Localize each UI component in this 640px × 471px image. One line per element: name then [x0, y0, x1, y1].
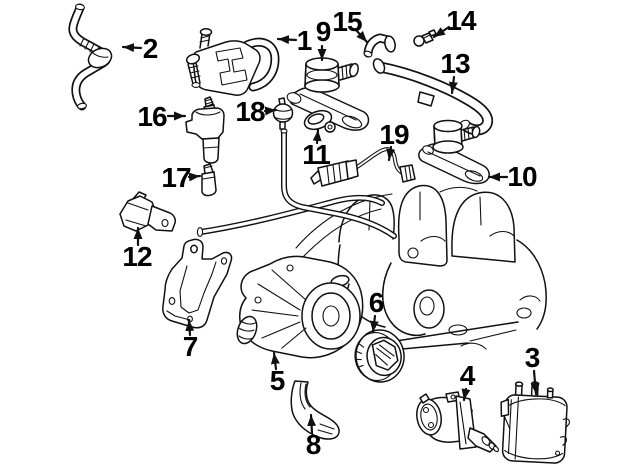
part-17-cap-valve [201, 163, 217, 197]
callout-arrow-2 [121, 43, 143, 53]
part-9-air-check-valve-left [286, 57, 370, 131]
callout-arrow-7 [185, 318, 195, 337]
callout-label-15: 15 [332, 6, 362, 37]
callout-label-5: 5 [269, 365, 286, 396]
part-12-sensor-with-bracket [119, 191, 176, 232]
part-14-sensor [413, 29, 437, 47]
callout-label-16: 16 [137, 101, 167, 132]
callout-label-3: 3 [524, 342, 541, 373]
callout-label-14: 14 [446, 5, 476, 36]
part-18-check-valve [272, 97, 294, 130]
callout-label-4: 4 [459, 360, 476, 391]
callout-label-10: 10 [507, 161, 537, 192]
part-15-connector-hose [363, 33, 396, 58]
callout-arrow-18 [263, 106, 278, 116]
part-7-mounting-bracket [162, 238, 233, 329]
engine-vacuum-hose [196, 194, 385, 237]
callout-label-6: 6 [368, 287, 385, 318]
callout-label-1: 1 [296, 25, 313, 56]
callout-label-2: 2 [142, 33, 159, 64]
callout-arrow-5 [270, 351, 280, 371]
part-3-charcoal-canister [500, 381, 570, 464]
callout-label-18: 18 [235, 96, 265, 127]
callout-label-11: 11 [302, 139, 331, 170]
valve-drain-hose [280, 128, 397, 239]
callout-arrow-8 [307, 413, 317, 435]
callout-arrow-6 [369, 314, 379, 334]
part-10-air-check-valve-right [418, 119, 490, 185]
callout-label-19: 19 [379, 119, 409, 150]
part-16-purge-valve [185, 96, 225, 164]
callout-arrow-19 [386, 145, 396, 162]
engine-assembly [295, 184, 547, 350]
callout-arrow-4 [461, 387, 471, 402]
part-5-secondary-air-pump [236, 255, 364, 359]
callout-arrow-11 [312, 128, 322, 145]
part-6-rubber-coupling [354, 329, 405, 383]
callout-arrows [121, 25, 540, 435]
part-11-gasket [303, 109, 336, 133]
part-19-oxygen-sensor [310, 147, 416, 187]
part-2-vent-hose [68, 3, 113, 111]
callout-label-8: 8 [305, 429, 322, 460]
callout-arrow-3 [530, 369, 540, 396]
part-8-support-bracket [290, 380, 340, 440]
callout-arrow-14 [432, 25, 451, 39]
callout-arrow-1 [276, 35, 298, 45]
callout-label-7: 7 [182, 331, 199, 362]
callout-label-12: 12 [122, 241, 152, 272]
callout-arrow-15 [354, 28, 369, 44]
callout-label-17: 17 [161, 162, 191, 193]
part-1-combination-valve [185, 28, 280, 96]
callout-label-9: 9 [315, 16, 332, 47]
callout-arrow-17 [187, 172, 202, 182]
callout-arrow-13 [448, 75, 458, 95]
part-4-leak-detection-pump [416, 391, 500, 453]
callout-label-13: 13 [440, 48, 470, 79]
